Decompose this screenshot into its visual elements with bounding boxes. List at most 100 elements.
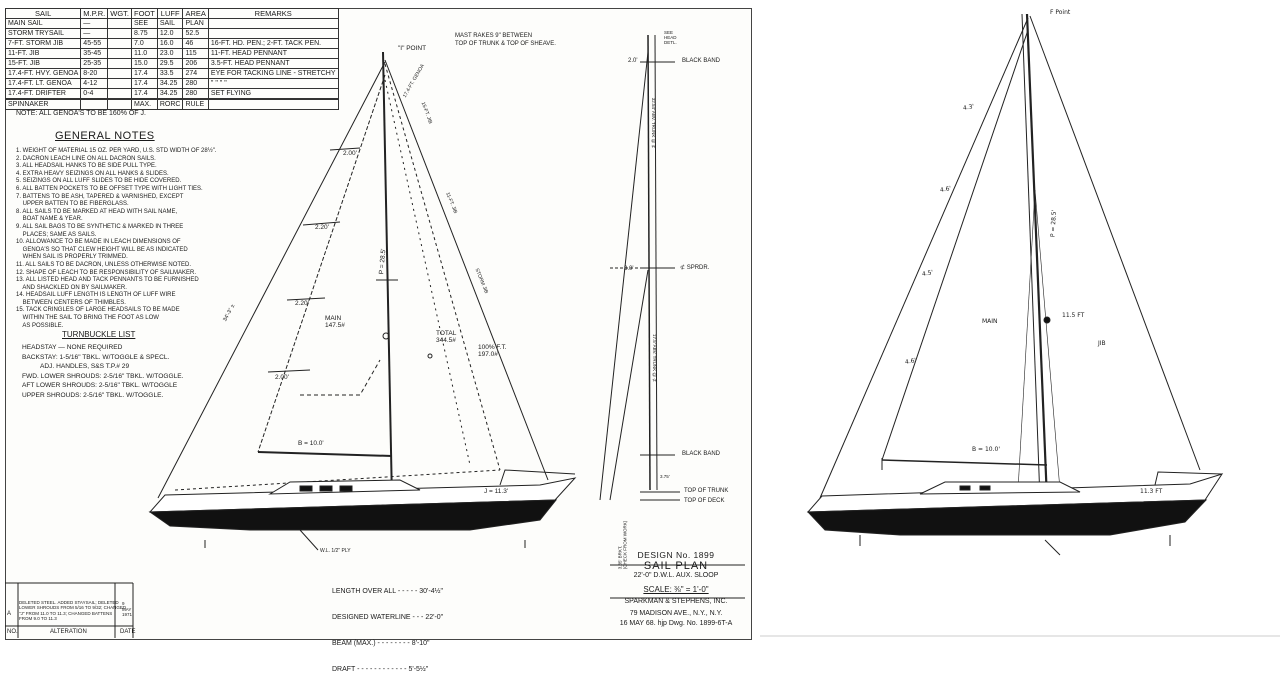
hull [806,499,1208,536]
center-of-effort [1043,316,1051,324]
design-number: DESIGN No. 1899 [637,550,715,560]
jib-area-label: 11.5 FT [1062,312,1085,319]
alteration-text: DELETED STEEL. ADDED STAYSAIL; DELETED L… [19,600,127,622]
shroud [1034,189,1061,491]
upper-span: 32.54' ABV. TRUNK @ ⊄ [651,97,657,149]
genoa-note: NOTE: ALL GENOA'S TO BE 160% OF J. [16,110,146,117]
dim-draft: DRAFT - - - - - - - - - - - - 5'-5½" [332,665,429,673]
forestay [819,17,1029,499]
batten-4 [267,369,311,373]
batten-1 [329,147,361,151]
boom [257,451,393,457]
backstay [1029,15,1201,471]
dim-dwl: DESIGNED WATERLINE - - - 22'-0" [332,613,444,621]
batten-2 [302,221,341,226]
batten-label-2: 2.20' [315,224,329,231]
shroud [1017,189,1036,491]
porthole [319,485,333,492]
firm-address: 79 MADISON AVE., N.Y., N.Y. [629,610,723,617]
scale: SCALE: ⅜" = 1'-0" [643,585,709,594]
dim-beam: BEAM (MAX.) - - - - - - - - 8'-10" [332,639,430,647]
dim-mid: 3.0' [624,266,634,272]
alteration-date-header: DATE [120,629,136,635]
j-length-label: 11.3 FT [1140,488,1163,495]
porthole [299,485,313,492]
batten-3 [286,297,326,301]
black-band-top: BLACK BAND [682,58,721,64]
hull [148,499,558,531]
backstay [384,59,549,481]
center-of-effort [382,332,390,340]
sailboat-outline-drawing [760,0,1280,646]
plan-title: SAIL PLAN [643,560,709,572]
lower-span: 17.5' ABV. TRUNK @ ⊄ [651,334,657,382]
alteration-block: A DELETED STEEL. ADDED STAYSAIL; DELETED… [5,583,136,638]
boom-length-label: B = 10.0' [972,446,1000,453]
genoa-leech [384,63,501,471]
title-block: DESIGN No. 1899 SAIL PLAN 22'-0" D.W.L. … [606,550,746,627]
firm-name: SPARKMAN & STEPHENS, INC. [624,598,728,605]
sail-plan-drawing [5,34,745,638]
batten-label-3: 2.20' [295,300,309,307]
mast-detail [647,34,651,491]
batten-label-4: 2.00' [275,374,289,381]
dim-lower: 3.75' [660,474,670,479]
mast-rake-note: MAST RAKES 9" BETWEEN TOP OF TRUNK & TOP… [455,33,556,47]
sail-table-cell [207,99,339,110]
keel-label: W.L. 1/2" PLY [320,548,351,554]
porthole [959,485,971,491]
mast [382,51,393,501]
pulpit [1154,471,1223,486]
main-label: MAIN [982,318,998,325]
drawing-date: 16 MAY 68. hjp Dwg. No. 1899-6T-A [619,620,733,627]
pulpit [499,469,576,486]
rake-line [609,269,649,501]
mast-detail-edge [654,34,658,491]
i-point-label: "I" POINT [398,45,427,52]
drawing-sheet [5,8,752,640]
sail-table-cell: RULE [182,99,209,110]
turnbuckle-title: TURNBUCKLE LIST [62,330,136,339]
staysail-outline [300,359,381,396]
alteration-no-header: NO. [7,629,18,635]
dim-loa: LENGTH OVER ALL - - - - - 30'-4½" [332,588,443,596]
fore-triangle-label: 100% F.T. 197.0# [478,344,507,358]
center-mark [427,353,433,359]
see-head-detail: SEE HEAD DETL. [664,30,677,45]
sail-table-cell: MAX. [131,99,158,110]
main-area-label: MAIN 147.5# [325,315,345,329]
batten-label-1: 2.00' [343,150,357,157]
mast [1025,13,1049,501]
main-leech [881,29,1029,461]
top-of-trunk: TOP OF TRUNK [684,488,729,494]
mast-length-label: P = 28.5' [1049,209,1058,238]
cabin [919,481,1081,495]
principal-dimensions: LENGTH OVER ALL - - - - - 30'-4½" DESIGN… [332,571,443,683]
top-of-deck: TOP OF DECK [684,498,725,504]
sail-table: SAIL M.P.R. WGT. FOOT LUFF AREA REMARKS … [4,8,339,110]
j-label: J = 11.3' [484,488,509,495]
spreader-label: ⊄ SPRDR. [680,265,710,271]
plan-subtitle: 22'-0" D.W.L. AUX. SLOOP [633,572,719,579]
keel-mark [1044,539,1061,556]
general-notes-text: 1. WEIGHT OF MATERIAL 15 OZ. PER YARD, U… [16,148,217,329]
alteration-header: ALTERATION [50,629,87,635]
boom-label: B = 10.0' [298,440,324,447]
turnbuckle-list: HEADSTAY — NONE REQUIRED BACKSTAY: 1-5/1… [22,344,184,399]
keel-leader [299,529,319,551]
alteration-rev: A [7,611,12,617]
sail-table-cell: SPINNAKER [4,99,82,110]
forestay [157,61,386,499]
black-band-bottom: BLACK BAND [682,451,721,457]
total-area-label: TOTAL 344.5# [436,330,457,344]
alteration-date: 9 MAY 1971 [122,601,133,617]
porthole [339,485,353,492]
dim-top: 2.0' [628,58,638,64]
genoa-foot [174,469,501,491]
